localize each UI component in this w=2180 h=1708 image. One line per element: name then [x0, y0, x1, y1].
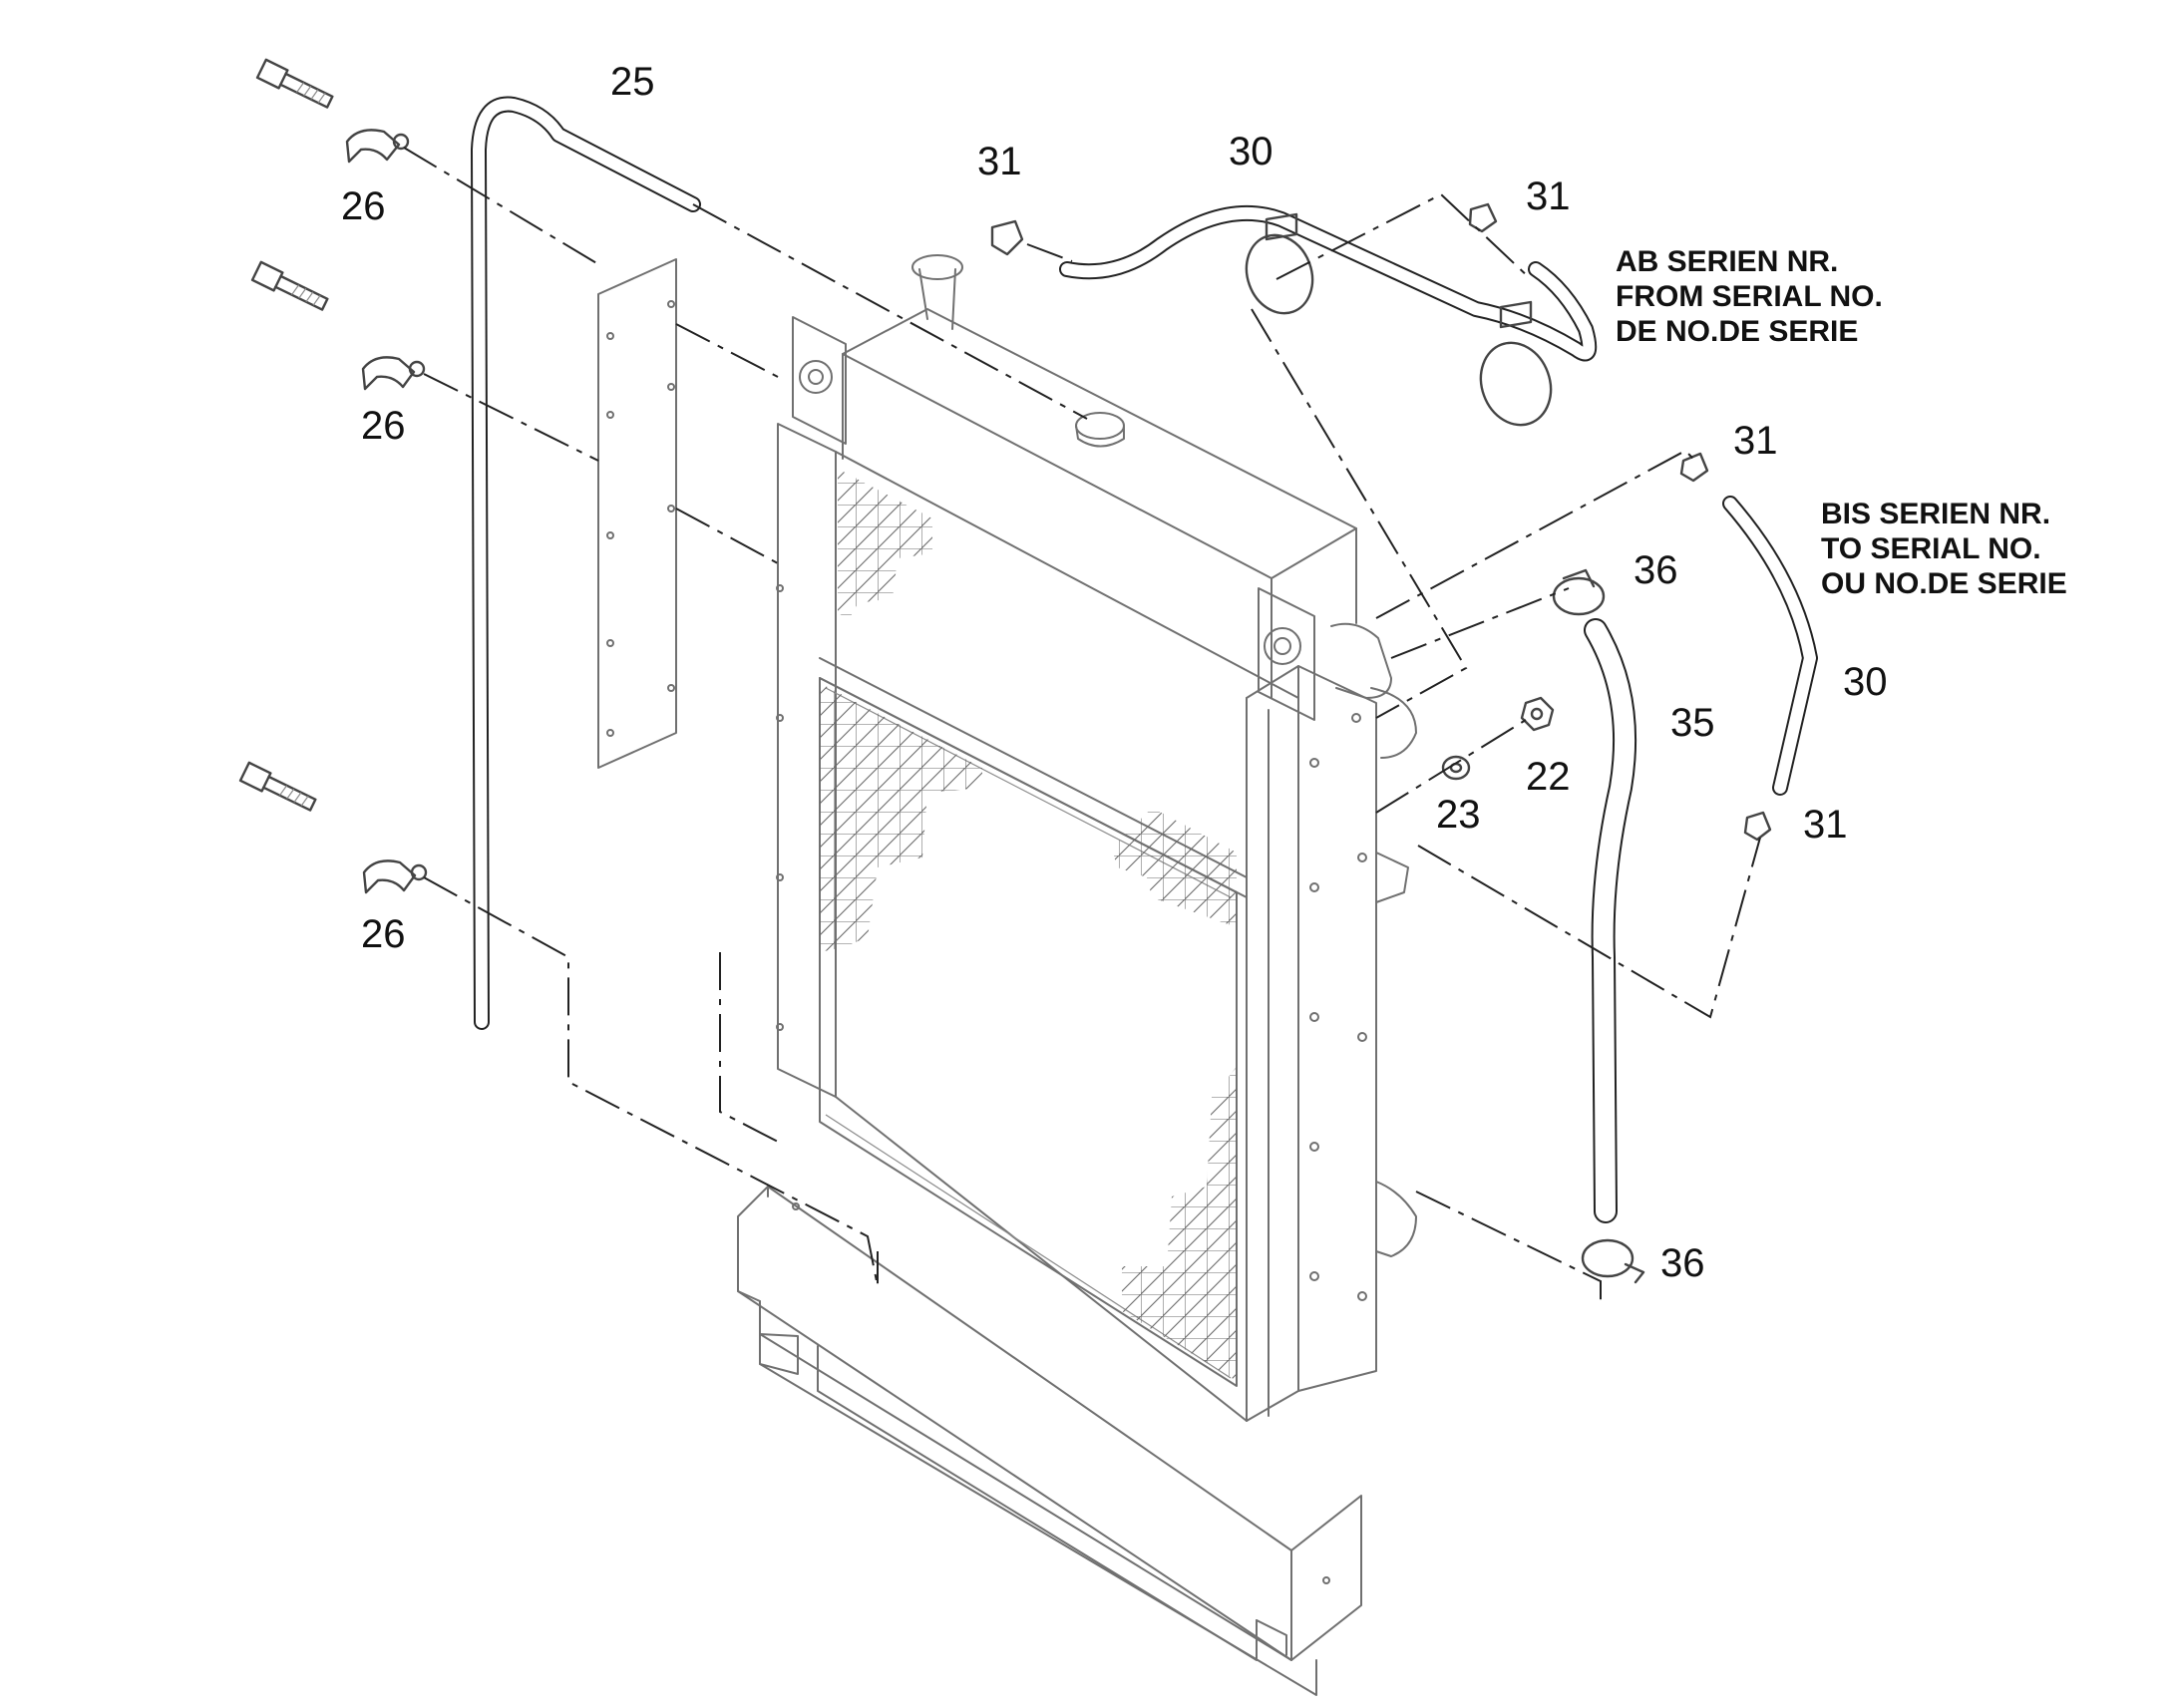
- callout-23: 23: [1436, 793, 1481, 837]
- callout-25: 25: [610, 60, 655, 104]
- column-bolts: [1309, 713, 1367, 1301]
- bolt-clamp-set-top: [255, 58, 410, 164]
- bolt-clamp-set-mid: [250, 260, 426, 391]
- callout-31-a: 31: [977, 140, 1022, 183]
- bottom-channel: [737, 1186, 1362, 1696]
- vent-hose-30-upper: [1059, 204, 1598, 427]
- note-to-serial-line-3: OU NO.DE SERIE: [1821, 567, 2067, 600]
- note-from-serial-line-1: AB SERIEN NR.: [1616, 245, 1838, 278]
- nut-22: [1520, 696, 1555, 732]
- side-plate: [597, 258, 677, 769]
- callout-26-top: 26: [341, 184, 386, 228]
- note-to-serial: BIS SERIEN NR. TO SERIAL NO. OU NO.DE SE…: [1821, 498, 2067, 600]
- assembly-leaders: [403, 147, 1761, 1306]
- callout-35: 35: [1670, 701, 1715, 745]
- callout-31-d: 31: [1803, 803, 1848, 847]
- callout-31-c: 31: [1733, 419, 1778, 463]
- note-from-serial: AB SERIEN NR. FROM SERIAL NO. DE NO.DE S…: [1616, 245, 1883, 348]
- callout-30-b: 30: [1843, 660, 1888, 704]
- hose-clamp-36-bot: [1581, 1238, 1645, 1284]
- fitting-31-a: [990, 219, 1024, 256]
- callout-36-bot: 36: [1660, 1241, 1705, 1285]
- callout-26-bot: 26: [361, 912, 406, 956]
- note-from-serial-line-2: FROM SERIAL NO.: [1616, 280, 1883, 313]
- callout-26-mid: 26: [361, 404, 406, 448]
- callout-22: 22: [1526, 755, 1571, 799]
- bolt-clamp-set-bot: [238, 761, 428, 894]
- note-from-serial-line-3: DE NO.DE SERIE: [1616, 315, 1858, 348]
- note-to-serial-line-1: BIS SERIEN NR.: [1821, 498, 2050, 530]
- radiator-hose-35: [1584, 618, 1637, 1223]
- hose-clamp-36-top: [1552, 568, 1606, 616]
- radiator-assembly: [776, 254, 1417, 1422]
- fitting-31-c: [1679, 452, 1709, 483]
- fitting-31-b: [1468, 202, 1498, 233]
- vent-hose-30-lower: [1722, 496, 1818, 796]
- fitting-31-d: [1743, 811, 1772, 842]
- callout-30-a: 30: [1229, 130, 1273, 173]
- callout-31-b: 31: [1526, 174, 1571, 218]
- note-to-serial-line-2: TO SERIAL NO.: [1821, 532, 2041, 565]
- callout-36-top: 36: [1634, 548, 1678, 592]
- left-side-dots: [776, 584, 784, 1031]
- overflow-tube-25: [471, 96, 701, 1030]
